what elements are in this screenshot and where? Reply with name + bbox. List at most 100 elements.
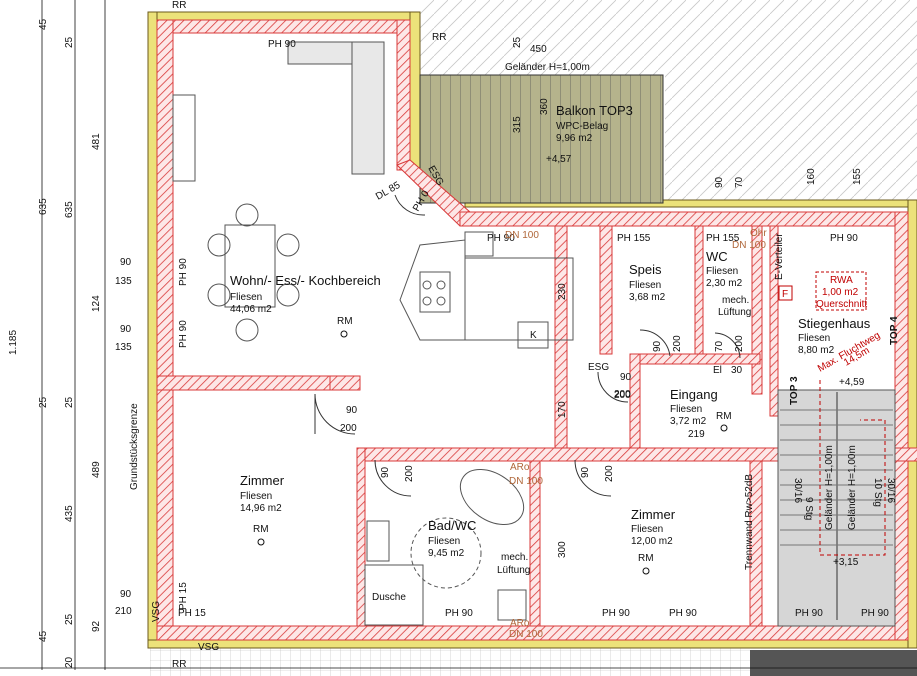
balkon-floor: WPC-Belag — [556, 121, 608, 132]
wohn-name: Wohn/- Ess/- Kochbereich — [230, 273, 381, 288]
gelaender-stair2: Geländer H=1,00m — [847, 445, 858, 530]
dim-open-210: 210 — [115, 606, 132, 617]
zimmer2-area: 12,00 m2 — [631, 536, 673, 547]
drain-aro-bottom: ARo — [510, 618, 530, 629]
rr-label-mid: RR — [432, 32, 446, 43]
staircase — [777, 380, 896, 627]
ph-label-z2a: PH 90 — [602, 608, 630, 619]
dim-left-481: 481 — [91, 133, 102, 150]
eingang-floor: Fliesen — [670, 404, 702, 415]
dim-door-200f: 200 — [404, 465, 415, 482]
top4-label: TOP 4 — [889, 316, 900, 345]
dim-door-80: 70 — [714, 340, 725, 352]
speis-floor: Fliesen — [629, 280, 661, 291]
ph-label-z2b: PH 90 — [669, 608, 697, 619]
esg-label: ESG — [588, 362, 609, 373]
dim-open-90c: 90 — [120, 589, 132, 600]
dim-left-435: 435 — [64, 505, 75, 522]
stiegenhaus-floor: Fliesen — [798, 333, 830, 344]
dim-door-200a: 200 — [340, 423, 357, 434]
bad-vent: mech. — [501, 552, 528, 563]
eingang-area: 3,72 m2 — [670, 416, 707, 427]
dim-left-45b: 45 — [38, 630, 49, 642]
dim-door-90e: 90 — [580, 466, 591, 478]
walls — [156, 19, 917, 641]
ph-label-top: PH 90 — [268, 39, 296, 50]
terrain-right — [665, 60, 917, 200]
drain-aro-bad: ARo — [510, 462, 530, 473]
drain-dn-bad: DN 100 — [509, 476, 543, 487]
dim-balcony-360: 360 — [539, 98, 550, 115]
drain-dn-bottom: DN 100 — [509, 629, 543, 640]
wc-vent2: Lüftung — [718, 307, 751, 318]
stiegenhaus-area: 8,80 m2 — [798, 345, 835, 356]
stg10-label: 10 Stg — [872, 478, 883, 507]
paving-bottom — [150, 645, 750, 676]
ph-label-left3: PH 15 — [178, 582, 189, 610]
stiegenhaus-level2: +3,15 — [833, 557, 859, 568]
dim-left-25a: 25 — [64, 36, 75, 48]
bad-shower: Dusche — [372, 592, 406, 603]
dim-door-90b: 90 — [620, 372, 632, 383]
dim-left-20: 20 — [64, 656, 75, 668]
dim-door-90a: 90 — [346, 405, 358, 416]
stiegenhaus-level: +4,59 — [839, 377, 865, 388]
dim-left-124: 124 — [91, 295, 102, 312]
balkon-railing: Geländer H=1,00m — [505, 62, 590, 73]
dim-left-92: 92 — [91, 620, 102, 632]
eingang-name: Eingang — [670, 387, 718, 402]
dim-door-90c: 90 — [652, 340, 663, 352]
rwa-line2: 1,00 m2 — [822, 287, 859, 298]
ph-label-zimmer1: PH 15 — [178, 608, 206, 619]
rr-label-top: RR — [172, 0, 186, 11]
dim-open-135b: 135 — [115, 342, 132, 353]
dim-left-635b: 635 — [64, 201, 75, 218]
wc-vent: mech. — [722, 295, 749, 306]
dim-door-200c: 200 — [672, 335, 683, 352]
furniture — [172, 41, 574, 626]
eingang-rm: RM — [716, 411, 732, 422]
fire-label: F — [782, 289, 788, 300]
gelaender-stair1: Geländer H=1,00m — [824, 445, 835, 530]
ph-label-stair: PH 90 — [830, 233, 858, 244]
dim-door-200b: 200 — [614, 390, 631, 401]
smoke-detector-icons — [257, 330, 728, 575]
stiegenhaus-name: Stiegenhaus — [798, 316, 871, 331]
bad-area: 9,45 m2 — [428, 548, 465, 559]
bad-name: Bad/WC — [428, 518, 476, 533]
balkon-name: Balkon TOP3 — [556, 103, 633, 118]
vsg-label-bottom: VSG — [198, 642, 219, 653]
dim-door-200e: 200 — [614, 389, 631, 400]
dim-left-25c: 25 — [64, 613, 75, 625]
zimmer1-name: Zimmer — [240, 473, 285, 488]
k-label: K — [530, 330, 537, 341]
speis-name: Speis — [629, 262, 662, 277]
ph-label-kitchen: PH 90 — [487, 233, 515, 244]
dim-left-45a: 45 — [38, 18, 49, 30]
rr-label-bottom: RR — [172, 659, 186, 670]
stg9-label: 9 Stg — [803, 497, 814, 520]
drain-dn-wc: DN 100 — [732, 240, 766, 251]
zimmer2-floor: Fliesen — [631, 524, 663, 535]
pavement-dark — [750, 650, 917, 676]
el-label: El — [713, 365, 722, 376]
dim-right-90: 90 — [714, 176, 725, 188]
balkon-level: +4,57 — [546, 154, 572, 165]
wc-floor: Fliesen — [706, 266, 738, 277]
zimmer2-rm: RM — [638, 553, 654, 564]
dim-door-300: 300 — [557, 541, 568, 558]
wohn-area: 44,06 m2 — [230, 304, 272, 315]
dim-balcony-315: 315 — [512, 116, 523, 133]
bad-floor: Fliesen — [428, 536, 460, 547]
dim-open-90b: 90 — [120, 324, 132, 335]
zimmer1-area: 14,96 m2 — [240, 503, 282, 514]
door-swings — [314, 194, 741, 497]
dim-left-25b: 25 — [64, 396, 75, 408]
balcony-deck — [419, 74, 664, 204]
dim-balcony-450: 450 — [530, 44, 547, 55]
wohn-rm: RM — [337, 316, 353, 327]
dim-left-489: 489 — [91, 461, 102, 478]
rwa-line1: RWA — [830, 275, 853, 286]
dim-left-1185: 1.185 — [8, 330, 19, 355]
wc-area: 2,30 m2 — [706, 278, 743, 289]
